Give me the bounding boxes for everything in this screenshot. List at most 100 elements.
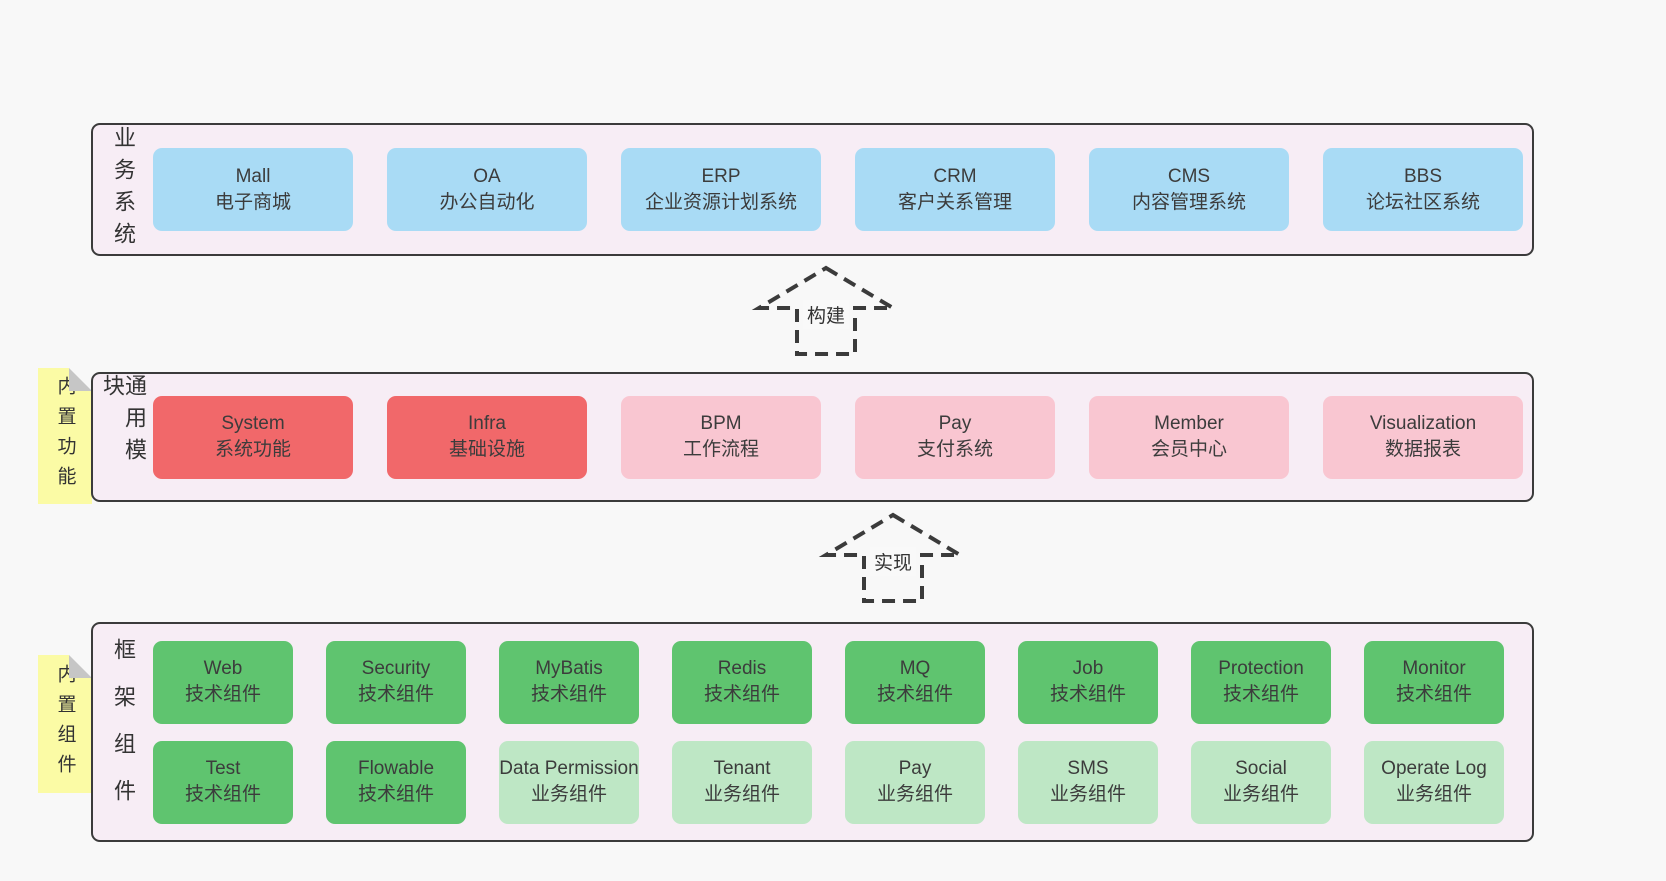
- box-title: Security: [361, 658, 431, 679]
- panel-title: 框架组件: [111, 638, 136, 826]
- box-system: System 系统功能: [153, 395, 353, 479]
- box-sms: SMS 业务组件: [1018, 740, 1158, 824]
- box-pay: Pay 支付系统: [855, 395, 1055, 479]
- box-subtitle: 技术组件: [184, 784, 261, 805]
- box-title: Protection: [1218, 658, 1304, 679]
- box-title: BPM: [700, 413, 742, 434]
- framework-row-2: Test 技术组件 Flowable 技术组件 Data Permission …: [153, 740, 1532, 824]
- box-subtitle: 基础设施: [448, 439, 525, 460]
- sticky-note-built-in-features: 内置功能: [38, 368, 92, 504]
- box-title: SMS: [1067, 758, 1109, 779]
- box-subtitle: 电子商城: [214, 191, 291, 213]
- box-test: Test 技术组件: [153, 740, 293, 824]
- arrow-label: 实现: [869, 547, 917, 576]
- panel-business-systems: 业务系统 Mall 电子商城 OA 办公自动化 ERP 企业资源计划系统 CRM…: [91, 123, 1534, 256]
- block-arrow-up-icon: [818, 512, 968, 603]
- box-subtitle: 系统功能: [214, 439, 291, 460]
- box-title: Job: [1072, 658, 1104, 679]
- box-subtitle: 支付系统: [916, 439, 993, 460]
- box-subtitle: 客户关系管理: [897, 191, 1012, 213]
- panel-common-modules: 通用模块 System 系统功能 Infra 基础设施 BPM 工作流程 Pay…: [91, 372, 1534, 502]
- box-title: Test: [205, 758, 241, 779]
- box-subtitle: 论坛社区系统: [1365, 191, 1480, 213]
- box-subtitle: 工作流程: [682, 439, 759, 460]
- box-subtitle: 数据报表: [1384, 439, 1461, 460]
- box-title: Tenant: [713, 758, 771, 779]
- box-redis: Redis 技术组件: [672, 640, 812, 724]
- box-subtitle: 业务组件: [1395, 784, 1472, 805]
- panel-title: 通用模块: [100, 374, 147, 470]
- box-subtitle: 企业资源计划系统: [644, 191, 797, 213]
- box-subtitle: 技术组件: [357, 784, 434, 805]
- box-title: Pay: [938, 413, 972, 434]
- business-box-row: Mall 电子商城 OA 办公自动化 ERP 企业资源计划系统 CRM 客户关系…: [153, 125, 1532, 254]
- box-infra: Infra 基础设施: [387, 395, 587, 479]
- framework-box-grid: Web 技术组件 Security 技术组件 MyBatis 技术组件 Redi…: [153, 624, 1532, 840]
- box-bpm: BPM 工作流程: [621, 395, 821, 479]
- box-subtitle: 业务组件: [1049, 784, 1126, 805]
- box-subtitle: 技术组件: [357, 684, 434, 705]
- arrow-implement: 实现: [818, 511, 968, 606]
- box-title: Social: [1235, 758, 1287, 779]
- panel-framework-components: 框架组件 Web 技术组件 Security 技术组件 MyBatis 技术组件…: [91, 622, 1534, 842]
- box-mq: MQ 技术组件: [845, 640, 985, 724]
- modules-box-row: System 系统功能 Infra 基础设施 BPM 工作流程 Pay 支付系统…: [153, 374, 1532, 500]
- box-title: Data Permission: [499, 758, 639, 779]
- box-subtitle: 业务组件: [876, 784, 953, 805]
- box-title: MyBatis: [535, 658, 603, 679]
- panel-label-column: 框架组件: [93, 624, 153, 840]
- box-title: Monitor: [1402, 658, 1466, 679]
- framework-row-1: Web 技术组件 Security 技术组件 MyBatis 技术组件 Redi…: [153, 640, 1532, 724]
- box-tenant: Tenant 业务组件: [672, 740, 812, 824]
- panel-label-column: 业务系统: [93, 125, 153, 254]
- box-title: Flowable: [357, 758, 435, 779]
- box-pay-biz: Pay 业务组件: [845, 740, 985, 824]
- box-flowable: Flowable 技术组件: [326, 740, 466, 824]
- box-job: Job 技术组件: [1018, 640, 1158, 724]
- box-subtitle: 办公自动化: [439, 191, 535, 213]
- box-erp: ERP 企业资源计划系统: [621, 148, 821, 231]
- box-title: Web: [203, 658, 243, 679]
- box-subtitle: 技术组件: [184, 684, 261, 705]
- box-mybatis: MyBatis 技术组件: [499, 640, 639, 724]
- box-title: OA: [473, 165, 501, 187]
- box-subtitle: 技术组件: [1395, 684, 1472, 705]
- box-data-permission: Data Permission 业务组件: [499, 740, 639, 824]
- box-subtitle: 会员中心: [1150, 439, 1227, 460]
- box-title: ERP: [701, 165, 741, 187]
- box-operate-log: Operate Log 业务组件: [1364, 740, 1504, 824]
- box-subtitle: 技术组件: [530, 684, 607, 705]
- sticky-note-label: 内置组件: [54, 664, 76, 784]
- sticky-note-built-in-components: 内置组件: [38, 655, 92, 793]
- box-security: Security 技术组件: [326, 640, 466, 724]
- arrow-label: 构建: [802, 300, 850, 329]
- box-subtitle: 内容管理系统: [1131, 191, 1246, 213]
- box-title: BBS: [1403, 165, 1443, 187]
- block-arrow-up-icon: [751, 265, 901, 356]
- box-subtitle: 业务组件: [530, 784, 607, 805]
- box-subtitle: 技术组件: [1049, 684, 1126, 705]
- box-subtitle: 技术组件: [876, 684, 953, 705]
- box-subtitle: 技术组件: [1222, 684, 1299, 705]
- box-mall: Mall 电子商城: [153, 148, 353, 231]
- box-title: Mall: [235, 165, 271, 187]
- box-cms: CMS 内容管理系统: [1089, 148, 1289, 231]
- box-title: CMS: [1167, 165, 1211, 187]
- box-web: Web 技术组件: [153, 640, 293, 724]
- box-monitor: Monitor 技术组件: [1364, 640, 1504, 724]
- arrow-build: 构建: [751, 264, 901, 359]
- box-social: Social 业务组件: [1191, 740, 1331, 824]
- box-title: System: [221, 413, 285, 434]
- box-title: Pay: [898, 758, 932, 779]
- box-title: Member: [1154, 413, 1224, 434]
- box-title: Operate Log: [1381, 758, 1487, 779]
- box-subtitle: 技术组件: [703, 684, 780, 705]
- box-title: MQ: [899, 658, 931, 679]
- box-protection: Protection 技术组件: [1191, 640, 1331, 724]
- box-subtitle: 业务组件: [1222, 784, 1299, 805]
- panel-title: 业务系统: [111, 125, 136, 254]
- box-crm: CRM 客户关系管理: [855, 148, 1055, 231]
- sticky-note-label: 内置功能: [54, 376, 76, 496]
- box-bbs: BBS 论坛社区系统: [1323, 148, 1523, 231]
